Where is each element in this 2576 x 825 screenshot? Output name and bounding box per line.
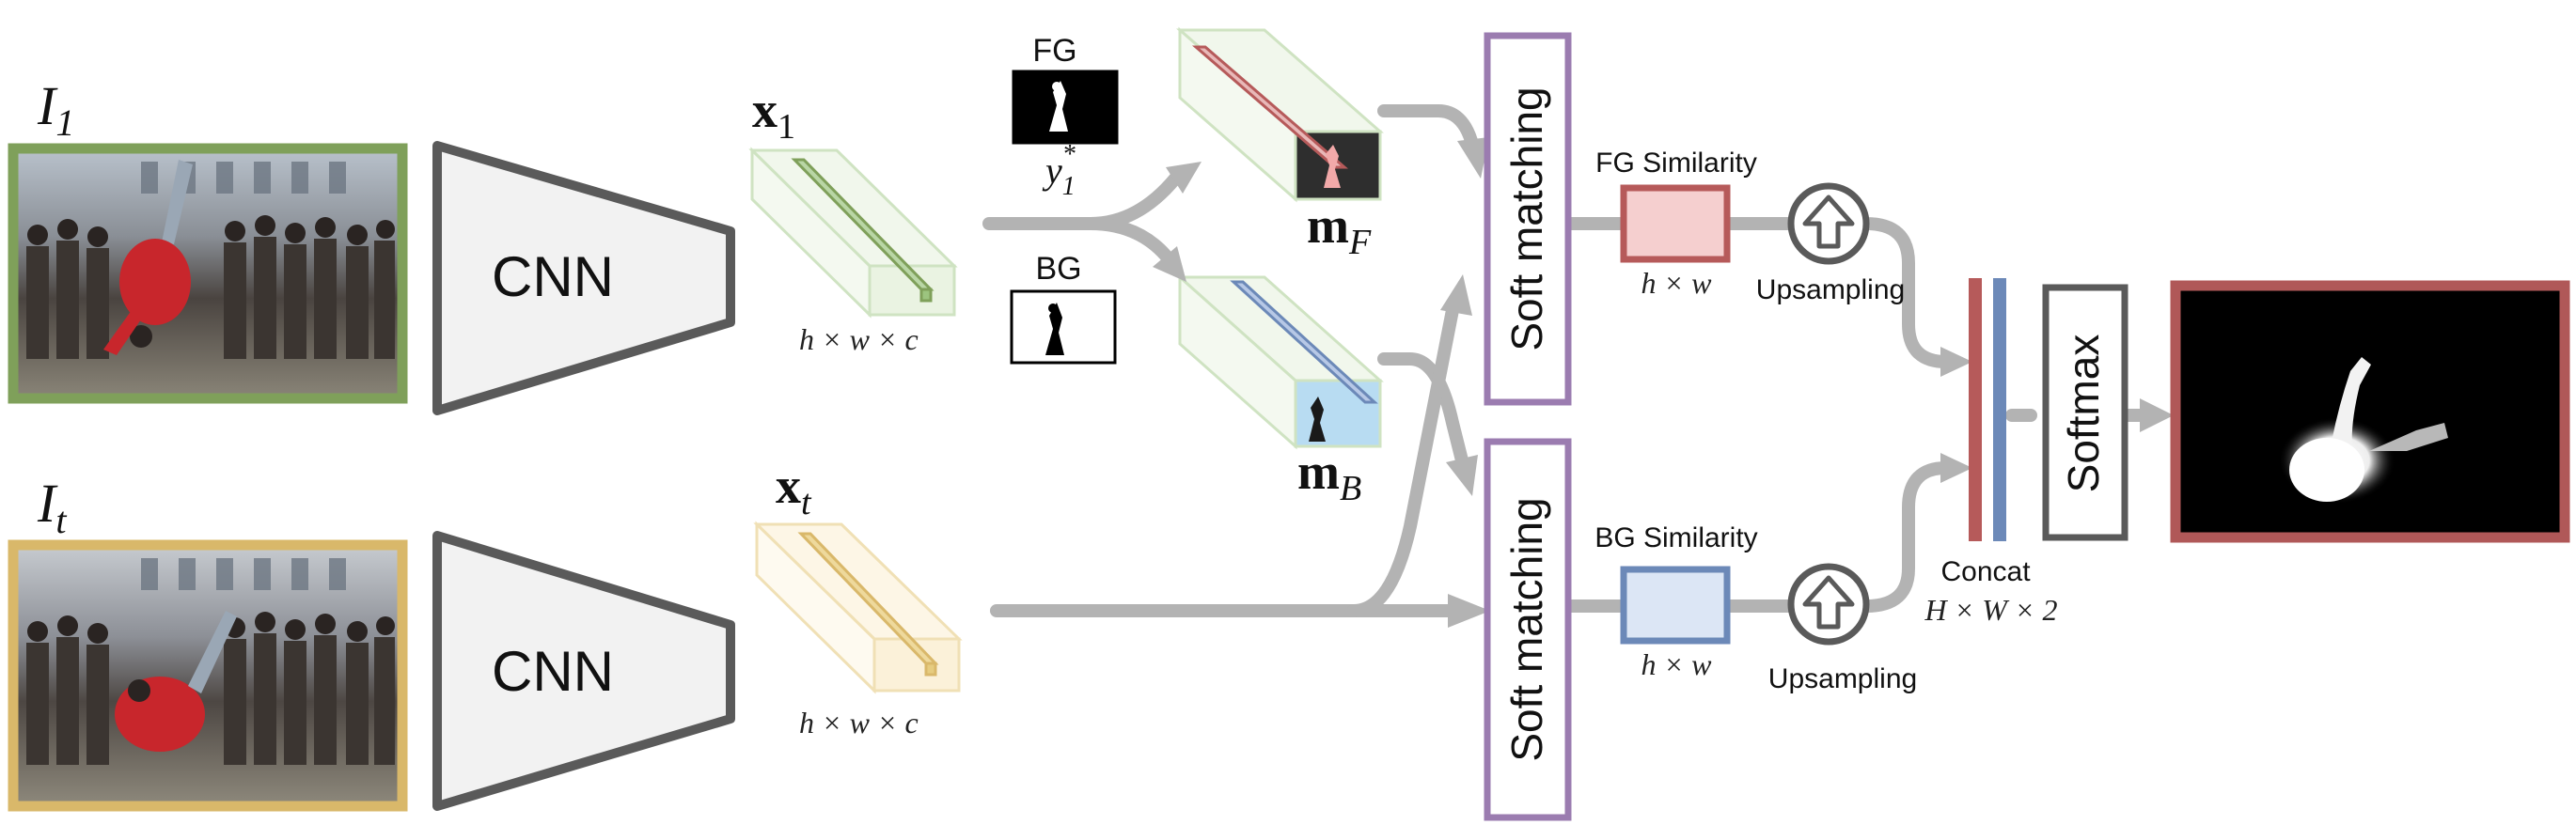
target-frame-label: It xyxy=(37,473,67,541)
up-arrow-icon xyxy=(1802,575,1855,630)
cnn-label-top: CNN xyxy=(492,245,614,308)
bg-mask: BG xyxy=(1010,251,1117,365)
first-frame-label: I1 xyxy=(37,75,74,144)
feature-bottom-label: xt xyxy=(776,458,812,522)
flow-arrows xyxy=(982,104,2174,628)
soft-matching-bottom-label: Soft matching xyxy=(1502,497,1551,761)
upsampling-top: Upsampling xyxy=(1756,182,1905,305)
feature-top-dims: h × w × c xyxy=(799,322,919,356)
output-mask xyxy=(2170,280,2570,543)
target-frame-image xyxy=(8,539,408,812)
embedding-volume-bg xyxy=(1176,273,1384,450)
concat-block: Concat H × W × 2 xyxy=(1924,278,2058,627)
bg-similarity-map: BG Similarity h × w xyxy=(1594,522,1757,681)
cnn-encoder-top: CNN xyxy=(432,141,735,415)
soft-matching-bottom: Soft matching xyxy=(1484,438,1572,821)
embedding-bg-label: mB xyxy=(1297,444,1361,508)
cnn-encoder-bottom: CNN xyxy=(432,531,735,811)
bg-mask-label: BG xyxy=(1035,251,1081,287)
upsampling-top-label: Upsampling xyxy=(1756,274,1905,305)
fg-similarity-label: FG Similarity xyxy=(1595,148,1757,179)
up-arrow-icon xyxy=(1802,195,1855,249)
feature-top-label: x1 xyxy=(752,82,795,147)
feature-volume-bottom xyxy=(753,521,963,694)
concat-label: Concat xyxy=(1940,556,2031,587)
bg-similarity-dims: h × w xyxy=(1641,647,1713,681)
embedding-volume-fg xyxy=(1176,26,1384,203)
first-frame-image xyxy=(8,143,408,404)
dancer-figure-target xyxy=(115,611,237,752)
fg-mask: FG xyxy=(1012,33,1119,145)
fg-similarity-dims: h × w xyxy=(1641,266,1713,300)
cnn-label-bottom: CNN xyxy=(492,640,614,703)
upsampling-bottom: Upsampling xyxy=(1768,563,1917,694)
embedding-fg-label: mF xyxy=(1307,197,1372,262)
gt-mask-label: y*1 xyxy=(1042,140,1076,201)
concat-dims: H × W × 2 xyxy=(1924,593,2058,627)
soft-matching-top-label: Soft matching xyxy=(1502,86,1551,350)
dancer-figure xyxy=(103,160,193,355)
softmax-block: Softmax xyxy=(2042,284,2128,541)
feature-bottom-dims: h × w × c xyxy=(799,706,919,739)
softmax-label: Softmax xyxy=(2059,335,2108,493)
fg-mask-label: FG xyxy=(1032,33,1076,69)
upsampling-bottom-label: Upsampling xyxy=(1768,663,1917,694)
soft-matching-top: Soft matching xyxy=(1484,32,1572,406)
fg-similarity-map: FG Similarity h × w xyxy=(1595,148,1757,300)
feature-volume-top xyxy=(748,147,958,319)
bg-similarity-label: BG Similarity xyxy=(1594,522,1757,553)
